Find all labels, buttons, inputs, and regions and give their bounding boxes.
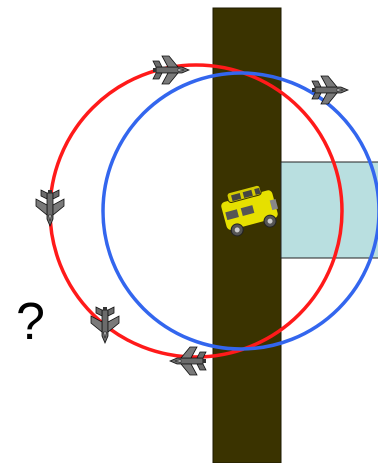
fighter-jet-icon	[153, 56, 189, 84]
building	[281, 162, 378, 258]
fighter-jet-icon	[312, 76, 348, 104]
fighter-jet-icon	[170, 347, 206, 375]
fighter-jet-icon	[91, 307, 119, 343]
question-mark-label: ?	[16, 296, 45, 348]
fighter-jet-icon	[36, 190, 64, 226]
